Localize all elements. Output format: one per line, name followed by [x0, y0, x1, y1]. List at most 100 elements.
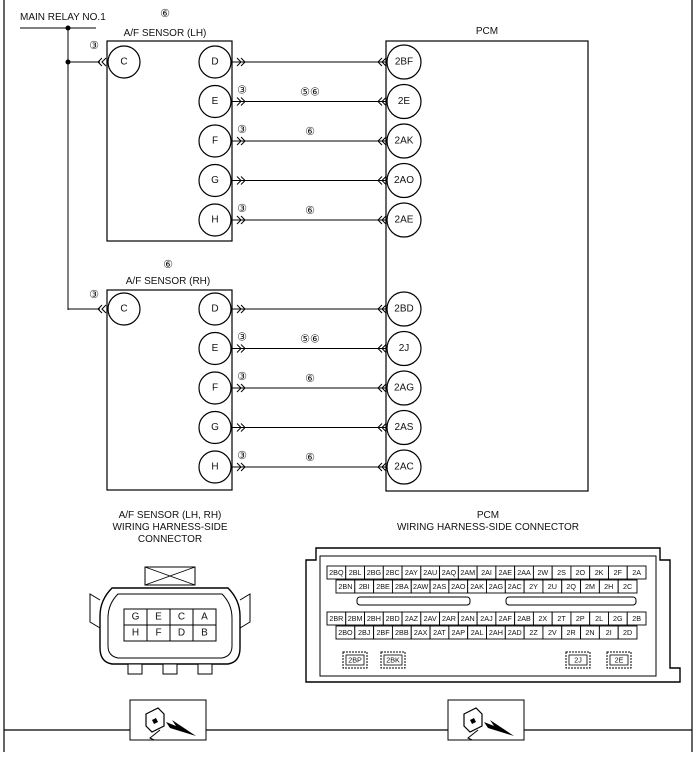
- pcm-connector-pin-label: 2BQ: [329, 568, 344, 577]
- pcm-connector-pin-label: 2W: [537, 568, 548, 577]
- wire-tag: ③: [237, 450, 247, 462]
- wire-tag: ③: [237, 124, 247, 136]
- pcm-pin-circle: [386, 162, 422, 199]
- pcm-connector-pin-label: 2AW: [413, 582, 429, 591]
- connector-chevron: [377, 383, 383, 393]
- pcm-connector-pin-label: 2BI: [359, 582, 370, 591]
- pcm-connector-pin-label: 2AX: [414, 628, 428, 637]
- pcm-connector-pin-label: 2BG: [367, 568, 382, 577]
- sensor-pin-label: D: [211, 304, 218, 315]
- pcm-pin-circle: [386, 409, 422, 446]
- connector-chevron: [240, 383, 246, 393]
- connector-chevron: [240, 462, 246, 472]
- pcm-connector-pin-label: 2BJ: [358, 628, 371, 637]
- wire-tag: ③: [237, 203, 247, 215]
- connector-chevron: [97, 57, 103, 67]
- pcm-connector-pin-label: 2G: [613, 614, 623, 623]
- pcm-pin-circle: [386, 291, 422, 327]
- connector-chevron: [101, 57, 107, 67]
- sensor-pin-label: H: [211, 215, 218, 226]
- connector-chevron: [240, 97, 246, 106]
- wire-tag: ③: [237, 371, 247, 383]
- pcm-connector-pin-label: 2BR: [329, 614, 343, 623]
- pcm-connector-pin-label: 2AR: [442, 614, 456, 623]
- sensor-connector-pin-label: A: [201, 612, 208, 623]
- pcm-connector-pin-label: 2F: [614, 568, 623, 577]
- connector-chevron: [381, 57, 387, 67]
- connector-chevron: [377, 176, 383, 185]
- connector-chevron: [381, 304, 387, 314]
- sensor-pin-label: G: [211, 422, 219, 433]
- pcm-connector-pin-label: 2Q: [566, 582, 576, 591]
- connector-chevron: [381, 176, 387, 185]
- sensor-connector-title-1: A/F SENSOR (LH, RH): [119, 510, 222, 521]
- sensor-connector-pin-label: F: [155, 628, 161, 639]
- pcm-connector-pin-label: 2S: [557, 568, 566, 577]
- pcm-connector-pin-label: 2M: [585, 582, 595, 591]
- pcm-connector-pin-label: 2BN: [338, 582, 352, 591]
- pcm-special-cavity-inner: [609, 654, 629, 666]
- sensor-connector-pin-label: B: [201, 628, 208, 639]
- pcm-connector-pin-label: 2BE: [376, 582, 390, 591]
- wire-note: ⑥: [305, 373, 315, 385]
- pcm-box: [385, 40, 589, 492]
- pcm-connector-pin-label: 2Y: [529, 582, 538, 591]
- pcm-connector-pin-label: 2H: [604, 582, 613, 591]
- connector-chevron: [377, 136, 383, 146]
- pcm-connector-pin-label: 2BD: [386, 614, 400, 623]
- pcm-connector-pin-label: 2AO: [451, 582, 466, 591]
- connector-chevron: [240, 57, 246, 67]
- sensor-pin-label: C: [120, 57, 127, 68]
- sensor-pin-label: F: [212, 383, 218, 394]
- pcm-pin-circle: [386, 330, 422, 367]
- pcm-connector-pin-label: 2C: [623, 582, 632, 591]
- wire-note: ⑥: [305, 205, 315, 217]
- pcm-connector-title-2: WIRING HARNESS-SIDE CONNECTOR: [397, 522, 579, 533]
- pcm-pin-circle: [386, 83, 422, 120]
- sensor-lh-note: ⑥: [160, 8, 170, 20]
- pcm-pin-label: 2AC: [394, 462, 413, 473]
- wire-tag: ③: [237, 332, 247, 344]
- connector-chevron: [236, 215, 242, 225]
- pcm-pin-circle: [386, 449, 422, 485]
- sensor-rh-note: ⑥: [163, 259, 173, 271]
- connector-chevron: [377, 344, 383, 353]
- connector-chevron: [240, 136, 246, 146]
- pcm-pin-label: 2AS: [395, 422, 414, 433]
- pcm-connector-pin-label: 2N: [585, 628, 594, 637]
- pcm-connector-pin-label: 2AD: [508, 628, 522, 637]
- pcm-connector-pin-label: 2P: [576, 614, 585, 623]
- pcm-pin-label: 2E: [398, 96, 411, 107]
- connector-chevron: [381, 423, 387, 432]
- pcm-connector-pin-label: 2AN: [461, 614, 475, 623]
- connector-chevron: [381, 215, 387, 225]
- pcm-connector-pin-label: 2L: [595, 614, 603, 623]
- connector-chevron: [236, 344, 242, 353]
- connector-view-icon: [447, 699, 525, 741]
- connector-chevron: [236, 176, 242, 185]
- pcm-connector-pin-label: 2A: [632, 568, 641, 577]
- connector-chevron: [236, 97, 242, 106]
- pcm-pin-label: 2BF: [395, 57, 413, 68]
- pcm-special-pin-label: 2E: [615, 656, 624, 665]
- sensor-pin-label: E: [212, 96, 219, 107]
- pcm-connector-pin-label: 2AB: [517, 614, 531, 623]
- pcm-pin-circle: [386, 123, 422, 159]
- wire-note: ⑤⑥: [300, 87, 320, 99]
- pcm-pin-label: 2AG: [394, 383, 414, 394]
- sensor-connector-pin-label: C: [178, 612, 185, 623]
- pcm-connector-pin-label: 2BH: [367, 614, 381, 623]
- sensor-rh-box: [106, 289, 233, 491]
- pcm-connector-pin-label: 2O: [576, 568, 586, 577]
- pcm-pin-label: 2AK: [395, 136, 414, 147]
- connector-chevron: [377, 304, 383, 314]
- connector-chevron: [377, 462, 383, 472]
- pcm-connector-pin-label: 2I: [606, 628, 612, 637]
- pcm-pin-circle: [386, 44, 422, 80]
- pcm-connector-pin-label: 2AV: [424, 614, 437, 623]
